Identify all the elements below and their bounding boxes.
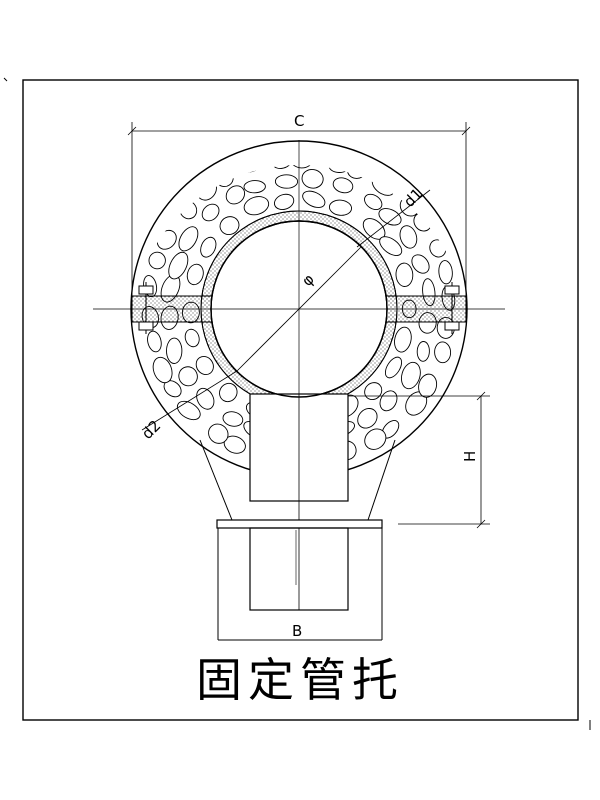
insulation-stone: [222, 411, 244, 427]
insulation-stone: [186, 263, 204, 286]
insulation-stone: [364, 193, 383, 210]
insulation-stone: [273, 193, 295, 210]
insulation-stone: [196, 178, 217, 201]
insulation-stone: [195, 356, 214, 375]
insulation-stone: [379, 236, 403, 256]
label-h: H: [461, 451, 479, 462]
insulation-stone: [156, 229, 177, 250]
insulation-stone: [152, 356, 173, 384]
insulation-stone: [219, 216, 240, 236]
insulation-stone: [272, 165, 292, 169]
insulation-stone: [179, 200, 198, 220]
insulation-stone: [384, 356, 403, 379]
insulation-stone: [176, 400, 201, 421]
margin-mark: [3, 77, 8, 82]
insulation-stone: [429, 239, 447, 258]
insulation-stone: [411, 254, 430, 274]
insulation-stone: [328, 165, 350, 173]
insulation-stone: [290, 165, 313, 169]
right-bolt: [444, 282, 460, 334]
insulation-stone: [184, 328, 200, 348]
label-b: B: [292, 622, 302, 640]
insulation-stone: [238, 165, 261, 173]
label-d2: d2: [138, 417, 164, 443]
insulation-stone: [418, 373, 438, 398]
insulation-stone: [178, 226, 199, 252]
insulation-stone: [147, 330, 162, 353]
diameter-line: [236, 246, 362, 372]
label-c: C: [294, 112, 304, 130]
insulation-stone: [148, 251, 166, 270]
insulation-stone: [357, 408, 378, 429]
insulation-stone: [166, 337, 183, 364]
insulation-stone: [364, 428, 387, 450]
insulation-stone: [243, 180, 266, 194]
bolts: [138, 282, 460, 334]
insulation-stone: [201, 203, 220, 222]
insulation-stone: [219, 382, 238, 403]
drawing-frame: [22, 79, 579, 721]
insulation-stone: [395, 262, 414, 287]
insulation-stone: [168, 251, 189, 280]
insulation-stone: [434, 341, 452, 364]
insulation-stone: [274, 174, 299, 189]
insulation-stone: [243, 196, 270, 216]
dimension-h: [348, 391, 490, 529]
support-post: [210, 220, 388, 610]
insulation-stone: [364, 382, 383, 401]
lower-box: [217, 527, 383, 641]
insulation-stone: [302, 190, 326, 208]
insulation-stone: [225, 185, 246, 205]
insulation-stone: [200, 236, 217, 258]
base-plate: [216, 519, 383, 529]
insulation-stone: [401, 361, 421, 390]
insulation-stone: [399, 225, 418, 249]
insulation-stone: [416, 341, 430, 362]
insulation-stone: [301, 169, 324, 189]
insulation-stone: [332, 177, 354, 194]
insulation-stone: [438, 260, 453, 285]
insulation-stone: [328, 199, 353, 216]
d2-leader: [141, 370, 238, 431]
dimension-c: [127, 122, 471, 296]
left-bolt: [138, 282, 154, 334]
insulation-stone: [347, 165, 366, 179]
support-legs: [199, 439, 396, 521]
page-title: 固定管托: [196, 653, 404, 707]
insulation-stone: [394, 326, 412, 353]
insulation-stone: [178, 366, 198, 387]
d1-leader: [356, 189, 431, 248]
insulation-stone: [208, 423, 229, 444]
